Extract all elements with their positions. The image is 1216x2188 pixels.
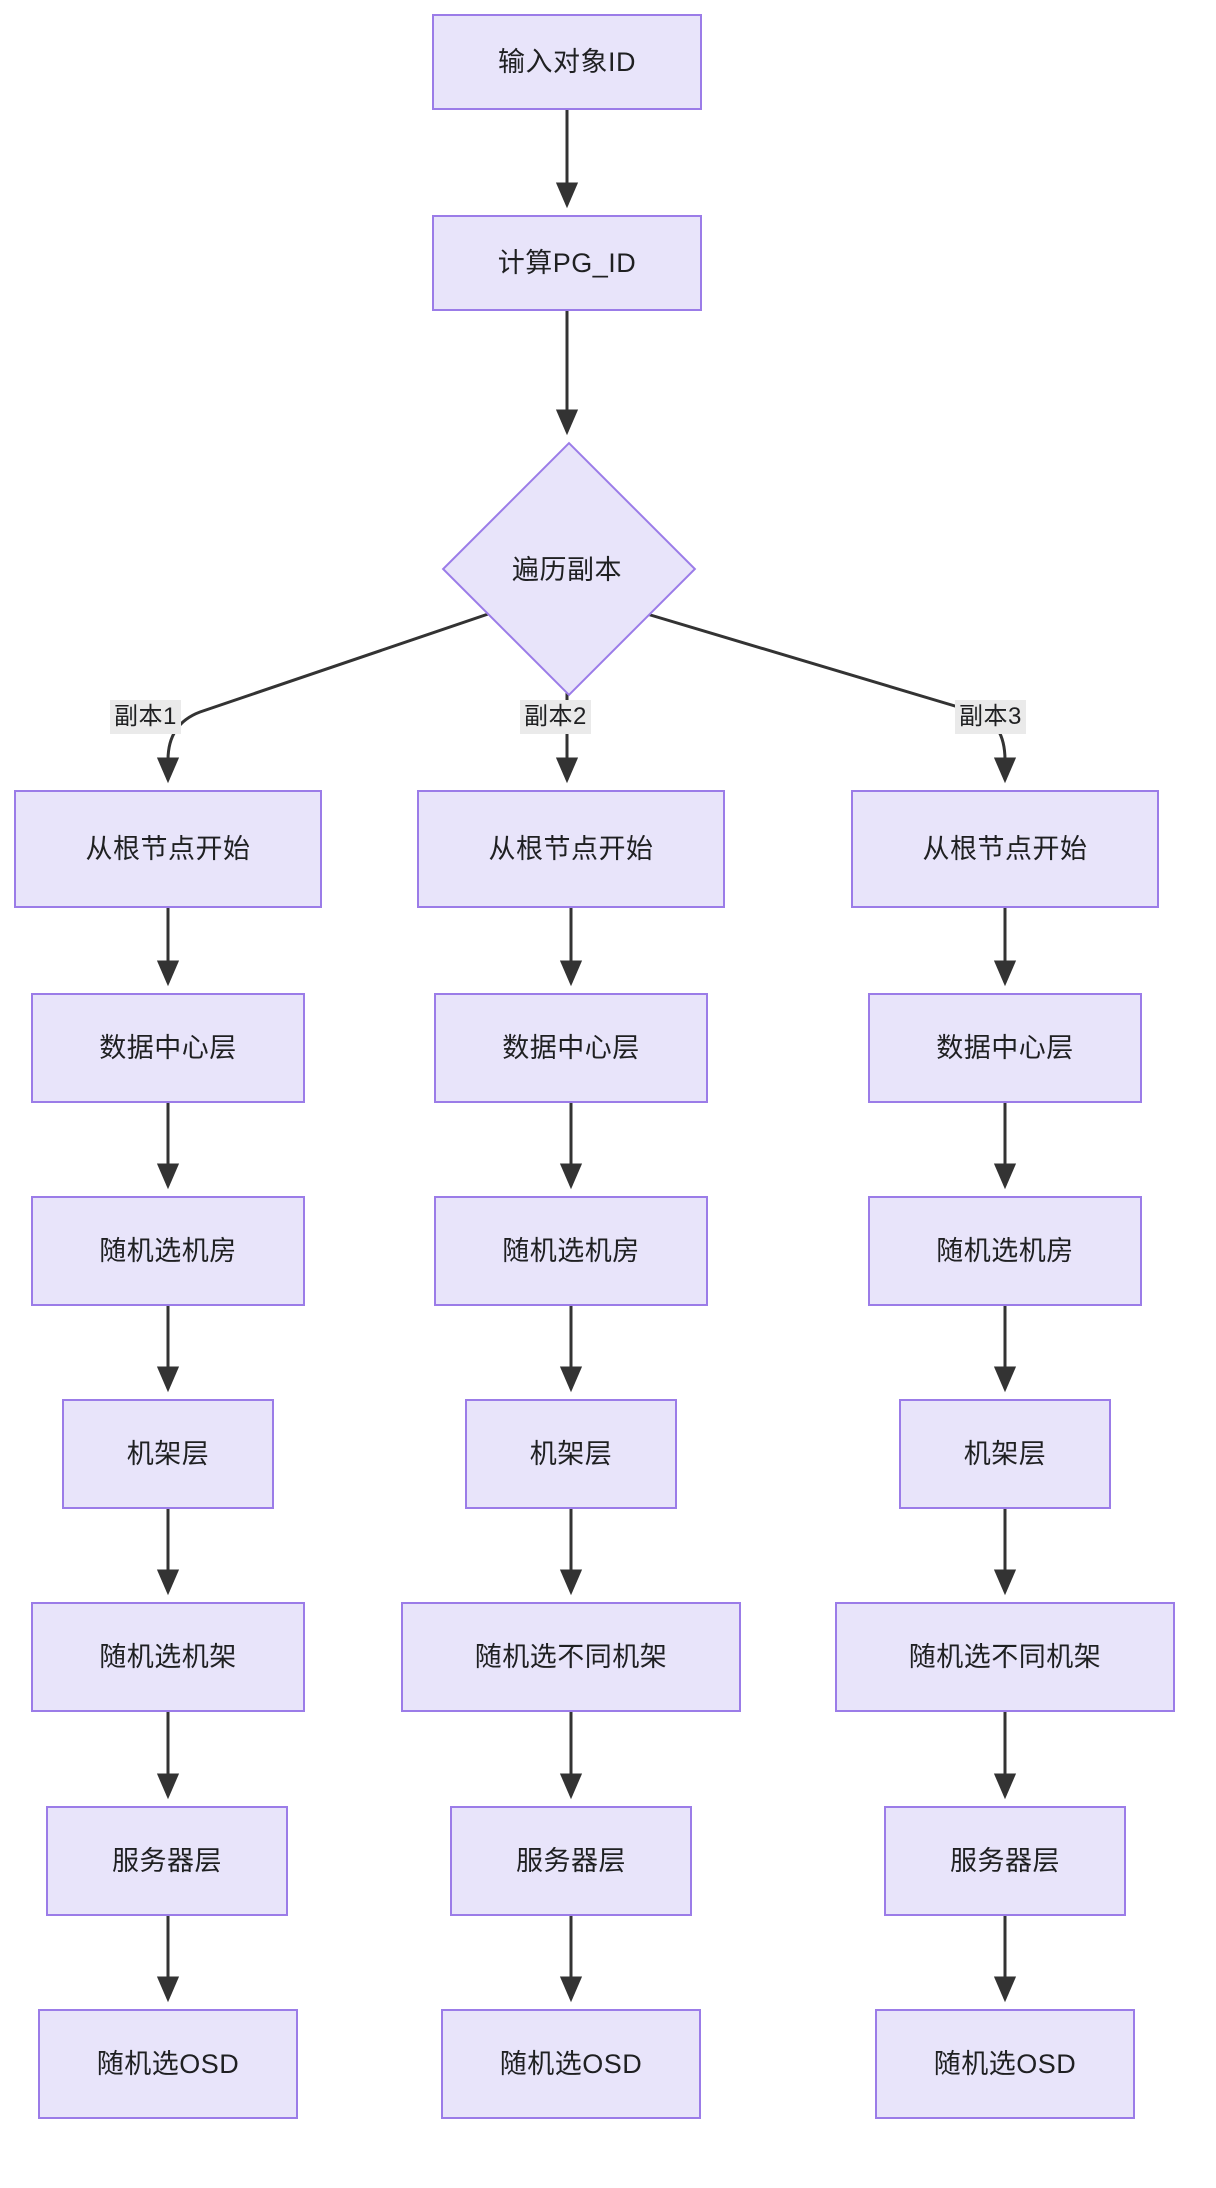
node-c2-server-layer[interactable]: 服务器层	[450, 1806, 692, 1916]
node-label: 数据中心层	[99, 1032, 237, 1063]
node-c3-root[interactable]: 从根节点开始	[851, 790, 1159, 908]
node-label: 随机选OSD	[96, 2048, 240, 2079]
node-label: 随机选机架	[99, 1641, 237, 1672]
node-label: 数据中心层	[936, 1032, 1074, 1063]
node-c2-select-different-rack[interactable]: 随机选不同机架	[401, 1602, 741, 1712]
node-label: 数据中心层	[502, 1032, 640, 1063]
node-c3-select-osd[interactable]: 随机选OSD	[875, 2009, 1135, 2119]
edge-label-text: 副本3	[959, 703, 1022, 730]
edge-label-fuben2: 副本2	[520, 700, 591, 734]
edge-label-fuben1: 副本1	[110, 700, 181, 734]
node-c1-select-rack[interactable]: 随机选机架	[31, 1602, 305, 1712]
node-c1-root[interactable]: 从根节点开始	[14, 790, 322, 908]
node-c2-select-room[interactable]: 随机选机房	[434, 1196, 708, 1306]
node-c1-select-room[interactable]: 随机选机房	[31, 1196, 305, 1306]
edge-label-fuben3: 副本3	[955, 700, 1026, 734]
node-label: 机架层	[126, 1438, 210, 1469]
edge-iterate-to-c3root	[636, 609, 1017, 784]
node-label: 从根节点开始	[922, 833, 1088, 864]
node-label: 遍历副本	[512, 554, 622, 585]
node-label: 机架层	[529, 1438, 613, 1469]
node-label: 随机选机房	[99, 1235, 237, 1266]
node-c2-rack-layer[interactable]: 机架层	[465, 1399, 677, 1509]
edge-label-text: 副本1	[114, 703, 177, 730]
node-c1-datacenter[interactable]: 数据中心层	[31, 993, 305, 1103]
node-c2-root[interactable]: 从根节点开始	[417, 790, 725, 908]
node-c3-datacenter[interactable]: 数据中心层	[868, 993, 1142, 1103]
node-c3-server-layer[interactable]: 服务器层	[884, 1806, 1126, 1916]
node-label: 从根节点开始	[85, 833, 251, 864]
node-label: 随机选不同机架	[908, 1641, 1102, 1672]
node-label: 随机选OSD	[933, 2048, 1077, 2079]
node-calc-pg-id[interactable]: 计算PG_ID	[432, 215, 702, 311]
node-label: 服务器层	[950, 1845, 1060, 1876]
node-c2-datacenter[interactable]: 数据中心层	[434, 993, 708, 1103]
node-c1-rack-layer[interactable]: 机架层	[62, 1399, 274, 1509]
node-c3-select-different-rack[interactable]: 随机选不同机架	[835, 1602, 1175, 1712]
node-label: 机架层	[963, 1438, 1047, 1469]
node-label: 随机选机房	[936, 1235, 1074, 1266]
node-label: 随机选不同机架	[474, 1641, 668, 1672]
node-label: 服务器层	[112, 1845, 222, 1876]
node-label: 输入对象ID	[498, 46, 636, 77]
node-c3-select-room[interactable]: 随机选机房	[868, 1196, 1142, 1306]
node-label: 服务器层	[516, 1845, 626, 1876]
node-label: 计算PG_ID	[497, 247, 637, 278]
node-c2-select-osd[interactable]: 随机选OSD	[441, 2009, 701, 2119]
node-c1-select-osd[interactable]: 随机选OSD	[38, 2009, 298, 2119]
node-label: 从根节点开始	[488, 833, 654, 864]
node-c3-rack-layer[interactable]: 机架层	[899, 1399, 1111, 1509]
node-iterate-replicas[interactable]: 遍历副本	[441, 441, 697, 697]
node-input[interactable]: 输入对象ID	[432, 14, 702, 110]
edge-label-text: 副本2	[524, 703, 587, 730]
node-c1-server-layer[interactable]: 服务器层	[46, 1806, 288, 1916]
node-label: 随机选OSD	[499, 2048, 643, 2079]
node-label: 随机选机房	[502, 1235, 640, 1266]
